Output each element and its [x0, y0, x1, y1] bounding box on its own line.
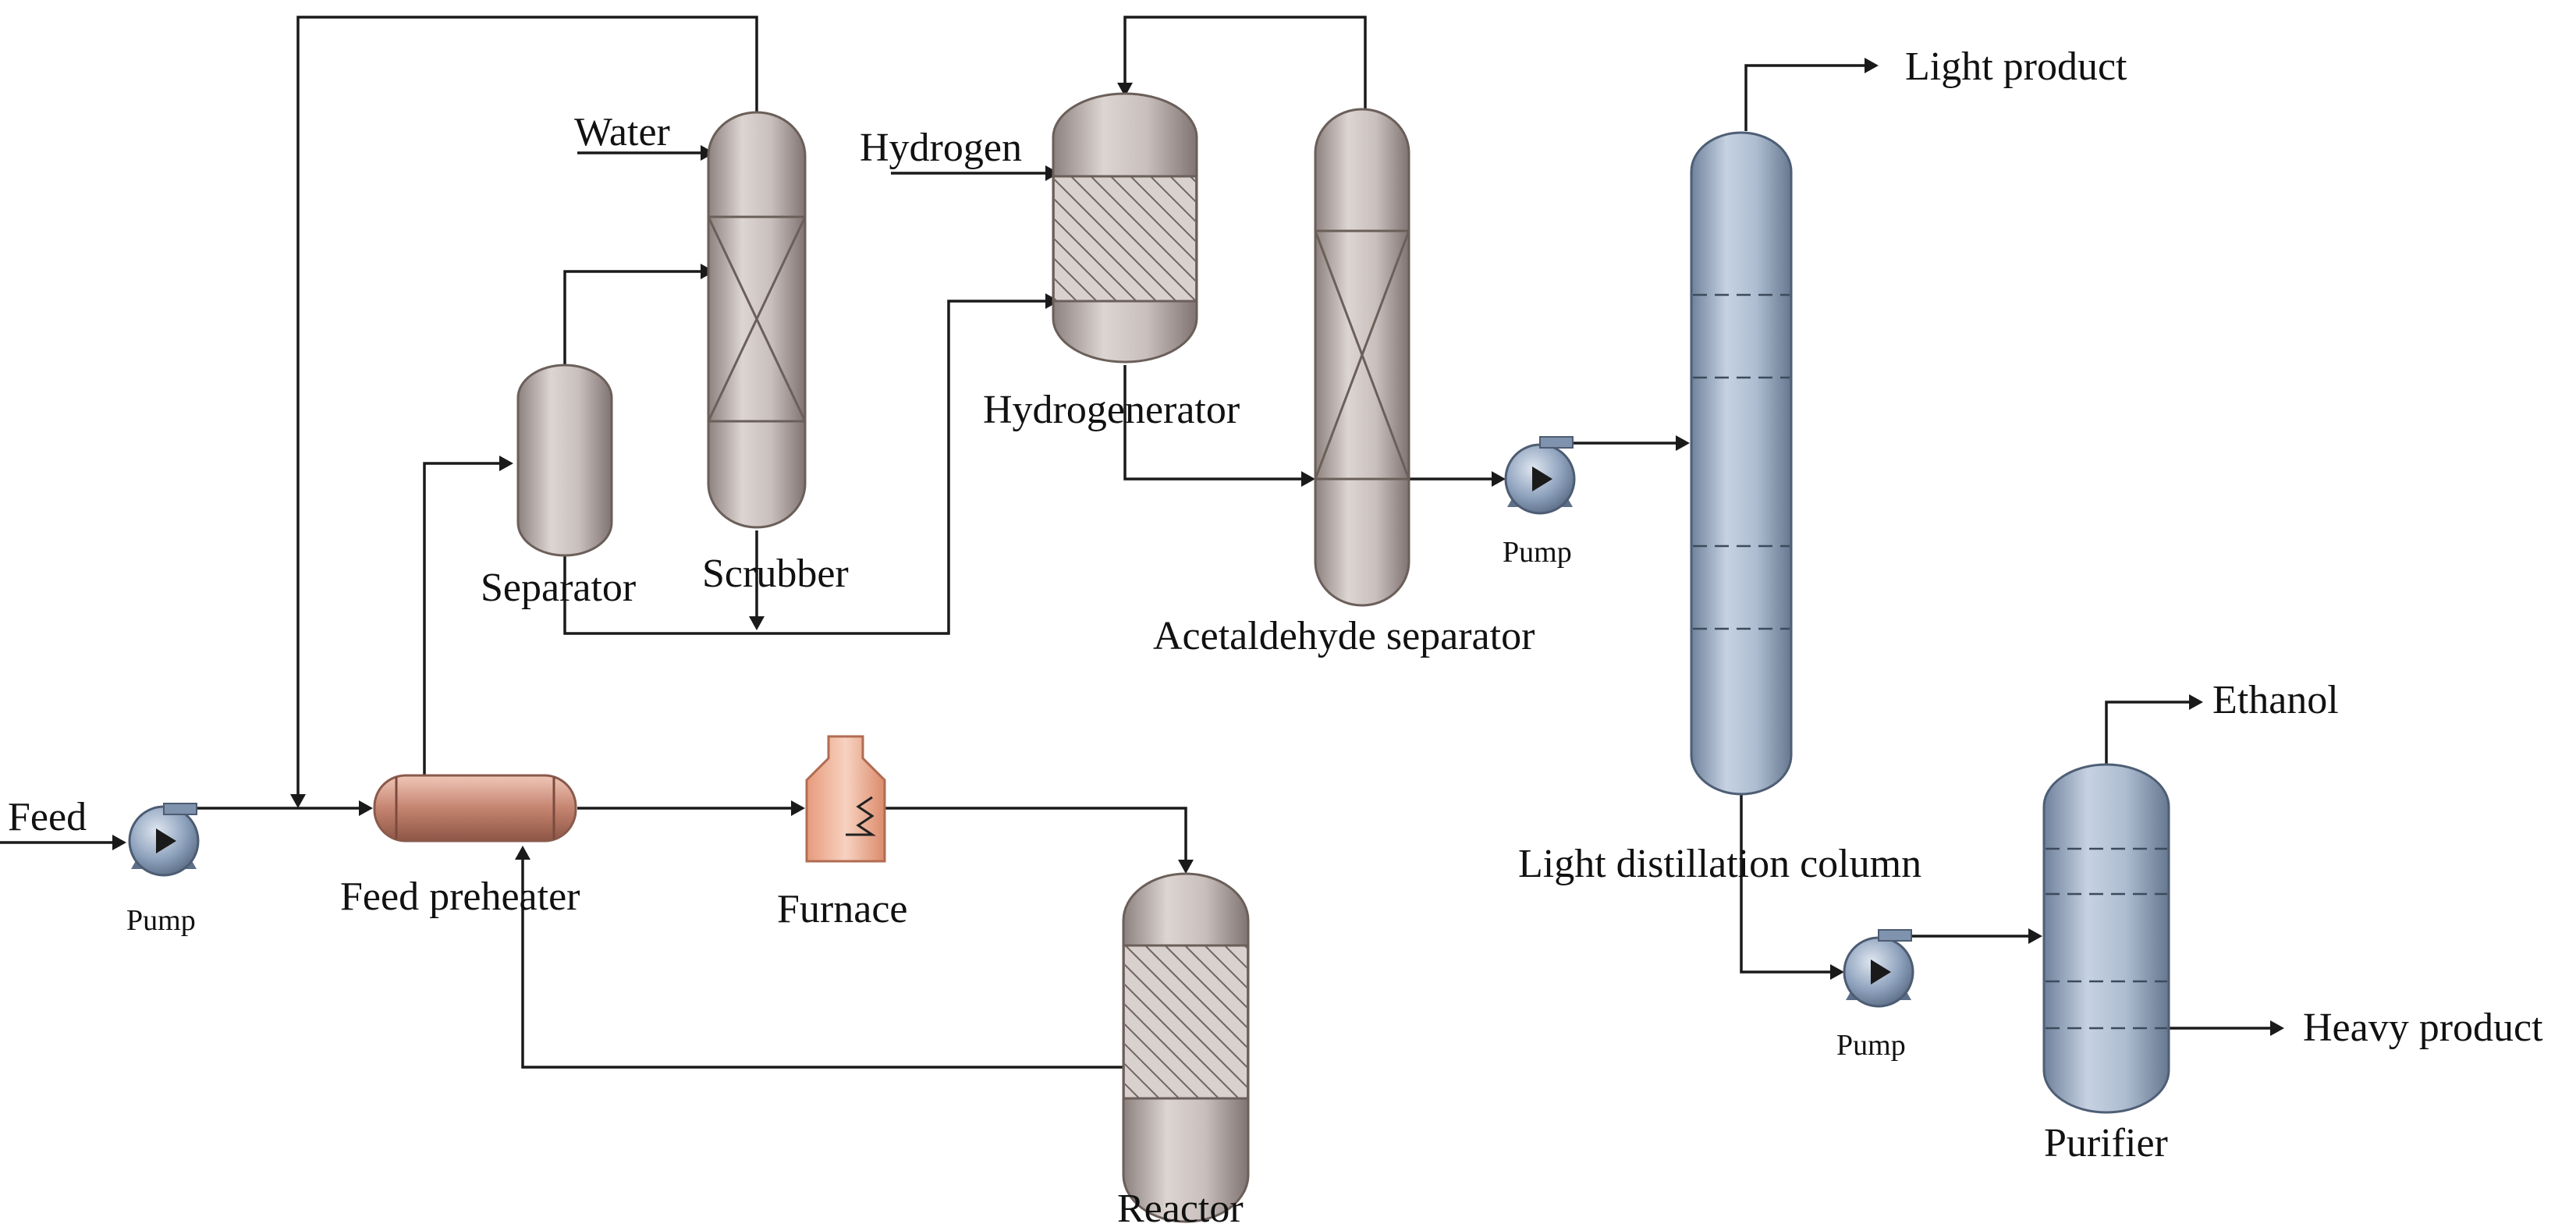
- furnace-body: [805, 735, 886, 863]
- reactor: [1122, 872, 1250, 1223]
- labels: Feed Pump Feed preheater Furnace Reactor…: [8, 44, 2543, 1231]
- furnace: [805, 735, 886, 863]
- pump-mid: [1504, 436, 1576, 515]
- label-light-product: Light product: [1905, 44, 2127, 89]
- preheater-shell: [373, 774, 577, 843]
- label-reactor: Reactor: [1117, 1187, 1244, 1231]
- arrow-head: [2189, 694, 2203, 710]
- pump-direction-icon: [1532, 467, 1552, 491]
- pipe-reactor-to-preheater: [521, 860, 1123, 1069]
- label-pump-feed: Pump: [126, 904, 196, 937]
- pump-bottom: [1843, 929, 1914, 1008]
- pipe-preheater-to-separator: [423, 462, 499, 780]
- reactor-catalyst-bed: [1125, 945, 1247, 1098]
- purifier: [2042, 763, 2170, 1114]
- arrow-head: [1830, 964, 1844, 980]
- arrow-head: [2028, 928, 2042, 944]
- arrow-head: [1301, 471, 1315, 487]
- pipe-ethanol: [2105, 701, 2189, 764]
- label-heavy-product: Heavy product: [2303, 1006, 2543, 1050]
- pump-outlet: [1878, 929, 1912, 942]
- pump-outlet: [163, 803, 197, 815]
- pump-feed: [128, 803, 200, 877]
- label-feed: Feed: [8, 795, 87, 839]
- pump-direction-icon: [156, 828, 176, 853]
- light-distillation-column: [1690, 131, 1793, 796]
- label-water: Water: [574, 110, 670, 154]
- label-separator: Separator: [481, 566, 636, 610]
- arrow-head: [791, 800, 805, 816]
- label-acetaldehyde-separator: Acetaldehyde separator: [1153, 614, 1535, 658]
- purifier-shell: [2042, 763, 2170, 1114]
- hydrogenerator-catalyst-bed: [1055, 176, 1195, 301]
- pipe-separator-to-scrubber: [563, 270, 701, 367]
- label-pump-mid: Pump: [1503, 536, 1572, 569]
- packing-cross: [1314, 230, 1410, 480]
- arrow-head: [2270, 1020, 2284, 1036]
- label-purifier: Purifier: [2044, 1121, 2168, 1165]
- furnace-coil-icon: [846, 796, 876, 836]
- pipe-acetaldehyde-recycle: [1123, 16, 1367, 121]
- label-scrubber: Scrubber: [702, 552, 849, 596]
- label-hydrogen: Hydrogen: [860, 126, 1022, 170]
- arrow-head: [1178, 860, 1194, 874]
- scrubber: [707, 111, 807, 529]
- packing-cross: [707, 216, 807, 422]
- pipe-hydrogenerator-to-acetaldehyde: [1123, 365, 1301, 481]
- arrow-head: [1117, 83, 1133, 97]
- arrow-head: [499, 456, 513, 471]
- pipe-separator-to-hydrogenerator: [563, 300, 1045, 635]
- arrow-head: [749, 616, 765, 630]
- pipe-furnace-to-reactor: [883, 807, 1187, 860]
- label-feed-preheater: Feed preheater: [340, 874, 580, 919]
- label-light-distillation-column: Light distillation column: [1518, 842, 1921, 886]
- pump-outlet: [1539, 436, 1574, 449]
- separator-shell: [516, 364, 613, 557]
- label-ethanol: Ethanol: [2212, 678, 2339, 722]
- arrow-head: [359, 800, 373, 816]
- feed-preheater: [373, 774, 577, 843]
- light-column-shell: [1690, 131, 1793, 796]
- arrow-head: [1492, 471, 1506, 487]
- arrow-head: [515, 846, 530, 860]
- pipe-scrubber-recycle: [296, 16, 758, 796]
- pipe-light-product: [1744, 64, 1865, 131]
- separator: [516, 364, 613, 557]
- arrow-head: [1865, 58, 1879, 73]
- label-furnace: Furnace: [777, 887, 907, 931]
- hydrogenerator: [1052, 92, 1198, 364]
- pipe-light-column-to-pump: [1740, 794, 1830, 974]
- arrow-head: [290, 794, 306, 808]
- pump-direction-icon: [1871, 960, 1891, 984]
- acetaldehyde-separator: [1314, 108, 1410, 607]
- arrow-head: [1676, 435, 1690, 451]
- arrow-head: [112, 835, 126, 850]
- label-pump-bottom: Pump: [1836, 1029, 1906, 1062]
- label-hydrogenerator: Hydrogenerator: [983, 388, 1240, 432]
